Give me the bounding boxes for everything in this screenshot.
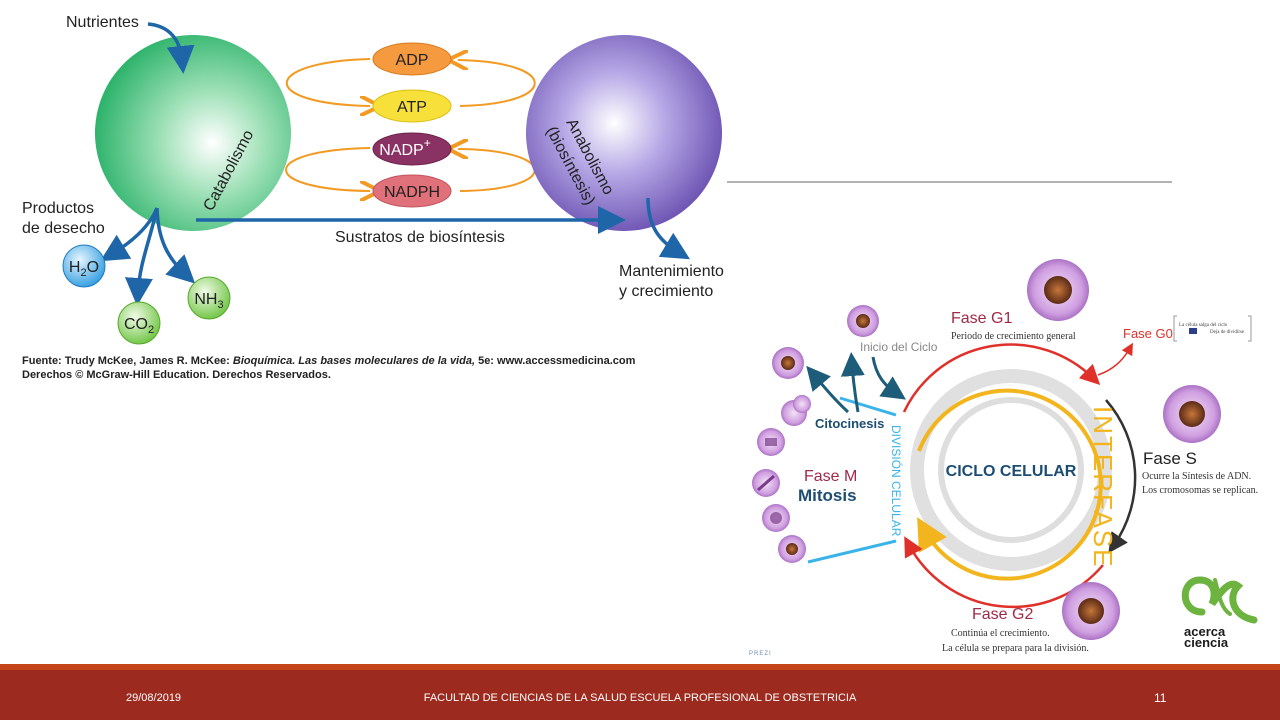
- s-desc-2: Los cromosomas se replican.: [1142, 485, 1258, 496]
- atp-adp-loop: [458, 60, 536, 107]
- prezi-mark: PREZI: [749, 651, 772, 657]
- co2-molecule: [117, 301, 161, 345]
- cell-mitosis-1: [781, 395, 811, 426]
- s-desc-1: Ocurre la Síntesis de ADN.: [1142, 471, 1251, 482]
- substrates-label: Sustratos de biosíntesis: [335, 229, 505, 246]
- footer-bar: 29/08/2019 FACULTAD DE CIENCIAS DE LA SA…: [0, 664, 1280, 720]
- s-title: Fase S: [1143, 449, 1197, 468]
- nadp-superscript: +: [424, 136, 431, 150]
- cell-mitosis-3: [752, 469, 780, 497]
- cycle-start-arrow: [871, 356, 906, 400]
- g0-arrow: [1097, 342, 1133, 376]
- g1-title: Fase G1: [951, 310, 1012, 327]
- cycle-start-label: Inicio del Ciclo: [860, 340, 938, 354]
- exit-arrow-1: [840, 352, 865, 413]
- metabolism-diagram: ADP ATP NADP+ NADPH Nutrientes Catabolis…: [22, 14, 724, 345]
- g0-note-1: La célula salga del ciclo: [1179, 323, 1228, 328]
- adp-label: ADP: [396, 52, 429, 69]
- co2-label: CO2: [124, 316, 154, 336]
- page-number: 11: [1154, 691, 1167, 705]
- adp-atp-loop: [285, 58, 370, 106]
- cell-mitosis-4: [762, 504, 790, 532]
- adp-pill: [372, 42, 452, 76]
- cell-cycle-start: [847, 305, 879, 337]
- source-line: Fuente: Trudy McKee, James R. McKee: Bio…: [22, 355, 636, 367]
- nadph-pill: [372, 174, 452, 208]
- source-citation: Fuente: Trudy McKee, James R. McKee: Bio…: [22, 354, 635, 382]
- g2-title: Fase G2: [972, 606, 1033, 623]
- atp-label: ATP: [397, 99, 427, 116]
- nadp-label: NADP+: [379, 136, 430, 159]
- g0-note-2: Deja de dividirse: [1210, 330, 1245, 335]
- maintenance-arrow: [646, 197, 691, 260]
- nadp-nadph-loop: [285, 147, 370, 191]
- footer-institution: FACULTAD DE CIENCIAS DE LA SALUD ESCUELA…: [423, 692, 857, 704]
- g1-desc: Periodo de crecimiento general: [951, 331, 1076, 342]
- maintenance-label-2: y crecimiento: [619, 283, 713, 300]
- anabolism-sphere: [526, 35, 722, 231]
- g0-title: Fase G0: [1123, 326, 1173, 341]
- exit-arrow-2: [806, 365, 850, 414]
- waste-label-2: de desecho: [22, 220, 105, 237]
- rights-line: Derechos © McGraw-Hill Education. Derech…: [22, 369, 331, 381]
- nh3-molecule: [187, 276, 231, 320]
- nadp-pill: [372, 132, 452, 166]
- waste-label-1: Productos: [22, 200, 94, 217]
- g2-desc-1: Continúa el crecimiento.: [951, 628, 1050, 639]
- nh3-label: NH3: [194, 291, 223, 311]
- waste-arrow-co2: [124, 207, 159, 306]
- maintenance-label-1: Mantenimiento: [619, 263, 724, 280]
- division-bottom-line: [807, 539, 897, 564]
- m-subtitle: Mitosis: [798, 486, 857, 505]
- logo-line-2: ciencia: [1184, 635, 1229, 650]
- cell-g1: [1027, 259, 1089, 321]
- s-dark-arc: [1105, 399, 1137, 554]
- acerca-ciencia-logo: acerca ciencia: [1181, 576, 1258, 650]
- h2o-label: H2O: [69, 259, 99, 279]
- g0-note-box: La célula salga del ciclo Deja de dividi…: [1173, 315, 1252, 342]
- cell-g2: [1062, 582, 1120, 640]
- nadph-nadp-loop: [458, 149, 536, 192]
- cell-daughter: [772, 347, 804, 379]
- inner-gray-ring: [938, 397, 1084, 543]
- catabolism-sphere: [95, 35, 291, 231]
- cell-mitosis-5: [778, 535, 806, 563]
- logo-line-1: acerca: [1184, 624, 1226, 639]
- cell-s: [1163, 385, 1221, 443]
- nadph-label: NADPH: [384, 184, 440, 201]
- interphase-label: INTERFASE: [1088, 406, 1118, 568]
- waste-arrow-nh3: [155, 207, 196, 284]
- outer-gray-ring: [910, 369, 1112, 571]
- nutrients-label: Nutrientes: [66, 14, 139, 31]
- h2o-molecule: [62, 244, 106, 288]
- division-label: DIVISIÓN CELULAR: [889, 425, 904, 537]
- cytokinesis-label: Citocinesis: [815, 416, 884, 431]
- cell-cycle-diagram: CICLO CELULAR INTERFASE DIVISIÓN CELULAR…: [749, 259, 1258, 657]
- m-title: Fase M: [804, 468, 857, 485]
- division-top-line: [839, 396, 897, 417]
- cycle-center-label: CICLO CELULAR: [946, 463, 1077, 480]
- footer-date: 29/08/2019: [126, 692, 182, 704]
- nutrients-arrow: [147, 22, 195, 74]
- interphase-arc: [917, 388, 1103, 581]
- g2-desc-2: La célula se prepara para la división.: [942, 643, 1089, 654]
- g1-red-arc: [902, 343, 1101, 413]
- atp-pill: [372, 89, 452, 123]
- cell-mitosis-2: [757, 428, 785, 456]
